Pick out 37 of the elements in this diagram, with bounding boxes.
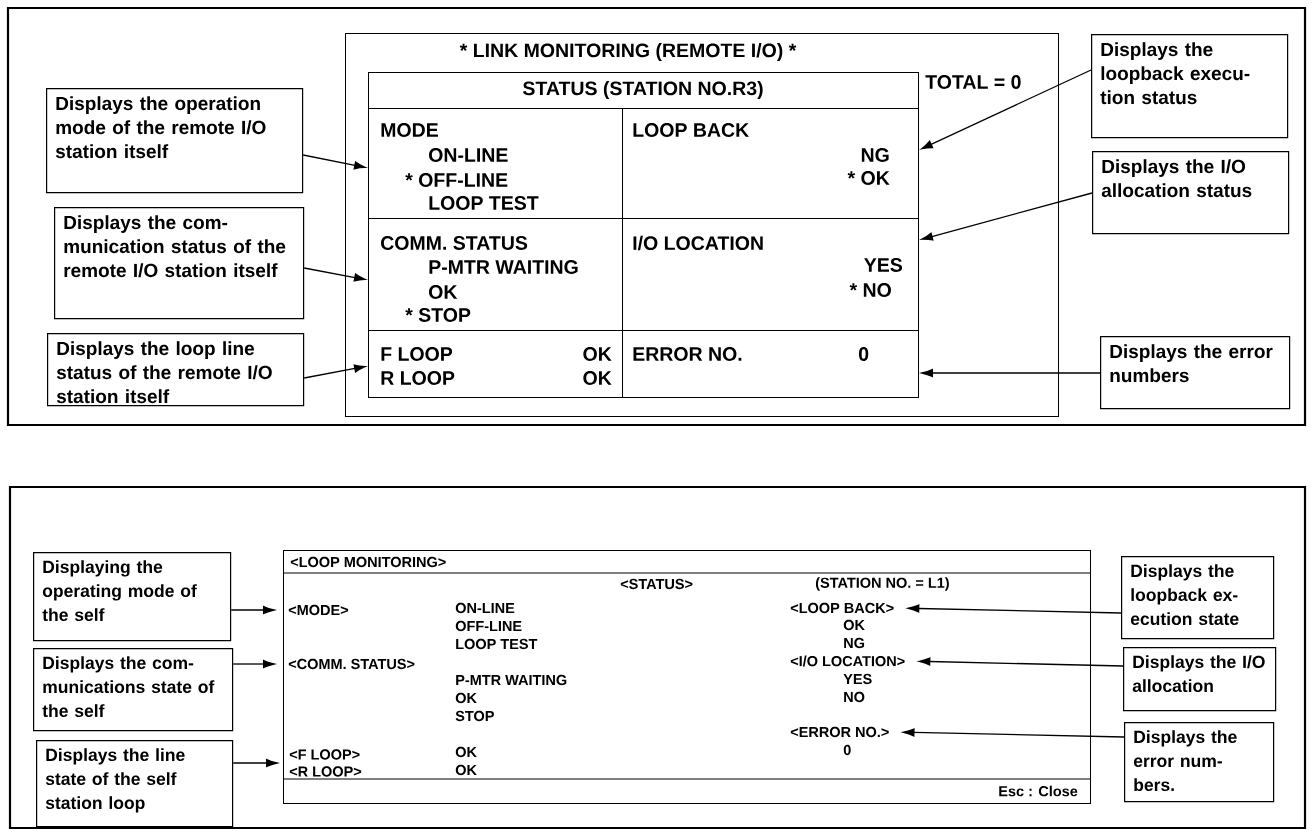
arrow — [232, 758, 278, 768]
table-cell: MODE ON-LINE * OFF-LINE LOOP TEST — [368, 108, 623, 219]
arrow — [232, 659, 275, 669]
callout-box: Displays the I/O allocation — [1123, 647, 1277, 712]
callout-box: Displays the com- munications state of the self — [33, 648, 234, 732]
field-label: <ERROR NO.> — [790, 726, 889, 738]
callout-box: Displays the operation mode of the remote I/O station itself — [46, 88, 304, 194]
callout-box: Displays the loop line status of the remote I/O station itself — [47, 333, 305, 407]
callout-box: Displays the com- munication status of the remote I/O station itself — [54, 207, 305, 320]
arrow — [921, 368, 1101, 378]
callout-box: Displays the error num- bers. — [1124, 722, 1275, 803]
arrow — [902, 728, 1125, 738]
table-header-cell: STATUS (STATION NO.R3) — [368, 72, 919, 109]
arrow — [230, 605, 275, 615]
table-cell: ERROR NO. 0 — [622, 330, 919, 398]
arrow — [918, 657, 1124, 667]
table-cell: F LOOP OK R LOOP OK — [368, 330, 623, 398]
arrow — [921, 192, 1093, 241]
field-label: <F LOOP> <R LOOP> — [289, 749, 362, 777]
table-cell: I/O LOCATION YES * NO — [622, 218, 919, 331]
field-label: <COMM. STATUS> — [288, 658, 415, 670]
arrow — [303, 364, 366, 379]
callout-box: Displays the loopback execu- tion status — [1091, 34, 1289, 139]
arrow — [921, 69, 1092, 150]
field-label: <LOOP BACK> — [790, 602, 894, 614]
arrow — [302, 154, 366, 170]
callout-box: Displays the I/O allocation status — [1092, 151, 1290, 235]
arrow — [303, 267, 366, 282]
callout-box: Displaying the operating mode of the self — [33, 552, 232, 642]
field-label: <MODE> — [288, 604, 349, 616]
callout-box: Displays the line state of the self station loop — [36, 740, 234, 828]
table-cell: COMM. STATUS P-MTR WAITING OK * STOP — [368, 218, 623, 331]
table-cell: LOOP BACK NG * OK — [622, 108, 919, 219]
arrow — [907, 604, 1122, 614]
callout-box: Displays the error numbers — [1100, 336, 1291, 410]
callout-box: Displays the loopback ex- ecution state — [1121, 556, 1275, 640]
field-label: <I/O LOCATION> — [790, 655, 905, 667]
